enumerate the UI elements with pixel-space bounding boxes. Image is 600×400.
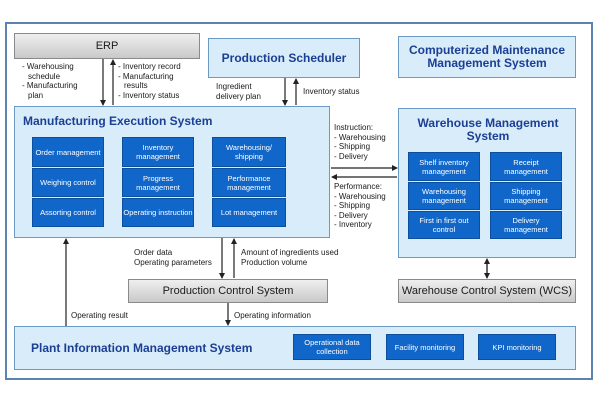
- mes-module-label: Progress management: [136, 173, 180, 192]
- flow-text: - Manufacturing: [22, 81, 78, 90]
- cmms-title: Computerized Maintenance Management Syst…: [408, 43, 566, 70]
- mes-module-order-management: Order management: [32, 137, 104, 167]
- flow-text: delivery plan: [216, 91, 261, 101]
- flow-text: - Warehousing: [334, 191, 386, 201]
- performance-label: Performance: - Warehousing - Shipping - …: [334, 182, 386, 230]
- mes-module-label: Performance management: [227, 173, 271, 192]
- mes-module-label: Weighing control: [40, 178, 96, 187]
- operating-result-label: Operating result: [71, 311, 128, 320]
- mes-module-label: Warehousing/ shipping: [226, 143, 272, 161]
- flow-text: - Warehousing: [22, 62, 74, 71]
- flow-text: Operating parameters: [134, 257, 212, 267]
- pims-module-label: Facility monitoring: [394, 342, 456, 352]
- wms-module-label: Warehousing management: [422, 187, 466, 205]
- pims-module-operational-data: Operational data collection: [293, 334, 371, 360]
- mes-title: Manufacturing Execution System: [23, 114, 213, 128]
- mes-module-operating-instruction: Operating instruction: [122, 198, 194, 227]
- flow-text: - Warehousing: [334, 132, 386, 142]
- wms-module-warehousing-management: Warehousing management: [408, 182, 480, 210]
- flow-text: Performance:: [334, 182, 383, 191]
- order-data-label: Order data Operating parameters: [134, 248, 212, 267]
- flow-text: - Manufacturing: [118, 71, 174, 81]
- mes-module-label: Assorting control: [40, 208, 96, 217]
- flow-text: - Inventory: [334, 220, 372, 229]
- mes-module-label: Operating instruction: [123, 208, 193, 217]
- flow-text: Instruction:: [334, 123, 374, 132]
- pims-title: Plant Information Management System: [31, 341, 253, 355]
- mes-module-label: Lot management: [220, 208, 278, 217]
- flow-text: - Inventory status: [118, 90, 180, 100]
- production-control-system-label: Production Control System: [162, 285, 294, 297]
- flow-text: - Delivery: [334, 151, 368, 161]
- pims-module-facility-monitoring: Facility monitoring: [386, 334, 464, 360]
- erp-label: ERP: [95, 40, 119, 52]
- wms-module-label: Receipt management: [504, 157, 548, 176]
- mes-module-inventory-management: Inventory management: [122, 137, 194, 167]
- mes-module-assorting-control: Assorting control: [32, 198, 104, 227]
- operating-information-label: Operating information: [234, 311, 311, 320]
- instruction-label: Instruction: - Warehousing - Shipping - …: [334, 123, 386, 161]
- wms-module-shipping-management: Shipping management: [490, 182, 562, 210]
- mes-module-label: Inventory management: [136, 143, 180, 161]
- flow-text: schedule: [28, 71, 61, 81]
- mes-module-label: Order management: [35, 147, 101, 157]
- wms-module-delivery-management: Delivery management: [490, 211, 562, 239]
- wms-module-label: Shelf inventory management: [419, 157, 469, 176]
- production-scheduler-box: Production Scheduler: [208, 38, 360, 78]
- flow-text: - Inventory record: [118, 62, 181, 71]
- wms-title: Warehouse Management System: [417, 116, 559, 143]
- mes-module-progress-management: Progress management: [122, 168, 194, 197]
- mes-module-lot-management: Lot management: [212, 198, 286, 227]
- scheduler-to-mes-label: Ingredient delivery plan: [216, 82, 261, 101]
- wms-module-label: First in first out control: [419, 216, 469, 234]
- erp-box: ERP: [14, 33, 200, 59]
- production-scheduler-title: Production Scheduler: [221, 50, 347, 65]
- mes-module-warehousing-shipping: Warehousing/ shipping: [212, 137, 286, 167]
- cmms-box: Computerized Maintenance Management Syst…: [398, 36, 576, 78]
- mes-module-weighing-control: Weighing control: [32, 168, 104, 197]
- warehouse-control-system-label: Warehouse Control System (WCS): [401, 285, 573, 297]
- flow-text: - Shipping: [334, 201, 371, 210]
- wms-module-receipt-management: Receipt management: [490, 152, 562, 181]
- pims-module-kpi-monitoring: KPI monitoring: [478, 334, 556, 360]
- wms-module-label: Shipping management: [504, 187, 548, 205]
- flow-text: Ingredient: [216, 82, 252, 91]
- flow-text: Amount of ingredients used: [241, 248, 339, 257]
- flow-text: Production volume: [241, 257, 308, 267]
- mes-module-performance-management: Performance management: [212, 168, 286, 197]
- wms-module-shelf-inventory: Shelf inventory management: [408, 152, 480, 181]
- flow-text: - Shipping: [334, 142, 371, 151]
- mes-to-erp-label: - Inventory record - Manufacturing resul…: [118, 62, 181, 100]
- erp-to-mes-label: - Warehousing schedule - Manufacturing p…: [22, 62, 78, 100]
- pims-module-label: KPI monitoring: [492, 342, 542, 352]
- mes-to-scheduler-label: Inventory status: [303, 87, 360, 96]
- production-control-system-box: Production Control System: [128, 279, 328, 303]
- flow-text: results: [124, 81, 148, 90]
- wms-module-first-in-first-out: First in first out control: [408, 211, 480, 239]
- flow-text: Order data: [134, 248, 173, 257]
- wms-module-label: Delivery management: [504, 216, 548, 234]
- warehouse-control-system-box: Warehouse Control System (WCS): [398, 279, 576, 303]
- flow-text: plan: [28, 90, 44, 100]
- flow-text: - Delivery: [334, 210, 368, 220]
- pims-module-label: Operational data collection: [304, 338, 360, 356]
- amount-label: Amount of ingredients used Production vo…: [241, 248, 338, 267]
